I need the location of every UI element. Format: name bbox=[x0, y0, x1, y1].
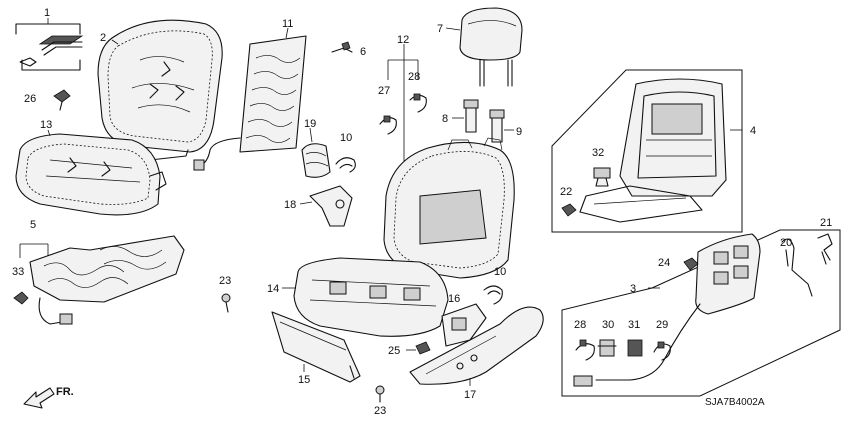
part-20-wire bbox=[781, 238, 813, 297]
part-number-17: 17 bbox=[464, 389, 476, 401]
part-8-guide bbox=[463, 99, 479, 133]
part-number-11: 11 bbox=[282, 18, 293, 30]
part-number-26: 26 bbox=[24, 93, 36, 105]
part-number-10a: 10 bbox=[340, 132, 352, 144]
part-22-nut bbox=[561, 203, 577, 217]
part-number-2: 2 bbox=[100, 32, 106, 44]
part-23-bolt-upper bbox=[221, 293, 231, 313]
leader-7 bbox=[445, 27, 461, 31]
part-3-side-airbag-module bbox=[573, 233, 761, 387]
part-number-4: 4 bbox=[750, 125, 756, 137]
part-18-bracket bbox=[309, 185, 353, 227]
part-26-clip bbox=[53, 89, 71, 111]
part-16-switch-bracket bbox=[441, 303, 487, 347]
part-30-clip bbox=[597, 339, 617, 357]
part-32-knob bbox=[593, 167, 611, 187]
part-15-front-trim bbox=[271, 311, 361, 383]
part-7-headrest bbox=[459, 7, 523, 87]
part-10-clip-upper bbox=[335, 157, 356, 173]
part-number-28a: 28 bbox=[408, 71, 420, 83]
leader-11 bbox=[285, 27, 289, 39]
part-31-clip bbox=[627, 339, 643, 357]
seat-back-assembly bbox=[383, 137, 515, 279]
side-airbag-box bbox=[561, 229, 841, 397]
part-number-22: 22 bbox=[560, 186, 572, 198]
part-number-8: 8 bbox=[442, 113, 448, 125]
part-number-13: 13 bbox=[40, 119, 52, 131]
part-number-3: 3 bbox=[630, 283, 636, 295]
front-direction-arrow bbox=[23, 387, 55, 409]
part-14-cushion-pad bbox=[293, 257, 449, 337]
part-number-21: 21 bbox=[820, 217, 832, 229]
part-23-bolt-lower bbox=[375, 385, 385, 403]
part-11-back-heater bbox=[193, 35, 307, 171]
part-21-wire bbox=[817, 233, 833, 265]
part-28-clip-lower bbox=[575, 339, 595, 361]
part-number-5: 5 bbox=[30, 219, 36, 231]
part-17-side-trim bbox=[409, 306, 544, 385]
part-6-hook bbox=[331, 41, 353, 53]
part-number-29: 29 bbox=[656, 319, 668, 331]
front-direction-label: FR. bbox=[56, 386, 74, 398]
part-number-30: 30 bbox=[602, 319, 614, 331]
part-number-31: 31 bbox=[628, 319, 640, 331]
part-number-14: 14 bbox=[267, 283, 279, 295]
part-27-clip bbox=[379, 115, 397, 135]
leader-18 bbox=[299, 201, 313, 205]
part-10-clip-lower bbox=[483, 285, 503, 305]
leader-19 bbox=[309, 127, 313, 143]
part-number-10b: 10 bbox=[494, 266, 506, 278]
part-number-9: 9 bbox=[516, 126, 522, 138]
leader-12 bbox=[387, 44, 419, 184]
part-number-16: 16 bbox=[448, 293, 460, 305]
part-number-24: 24 bbox=[658, 257, 670, 269]
frame-box bbox=[551, 69, 743, 233]
part-number-25: 25 bbox=[388, 345, 400, 357]
part-28-clip-upper bbox=[409, 93, 427, 113]
part-1-clip-set bbox=[15, 23, 84, 71]
part-number-28b: 28 bbox=[574, 319, 586, 331]
part-number-32: 32 bbox=[592, 147, 604, 159]
part-29-clip bbox=[653, 341, 671, 361]
leader-13 bbox=[47, 129, 51, 137]
part-2-seat-back-cover bbox=[97, 19, 223, 161]
part-number-6: 6 bbox=[360, 46, 366, 58]
part-number-23b: 23 bbox=[374, 405, 386, 417]
part-number-23a: 23 bbox=[219, 275, 231, 287]
part-number-7: 7 bbox=[437, 23, 443, 35]
leader-2 bbox=[111, 39, 119, 45]
part-number-15: 15 bbox=[298, 374, 310, 386]
part-number-12: 12 bbox=[397, 34, 409, 46]
drawing-code: SJA7B4002A bbox=[705, 397, 765, 408]
part-25-clip bbox=[415, 341, 431, 355]
part-19-harness-clip bbox=[301, 143, 331, 178]
part-4-back-frame bbox=[579, 78, 727, 223]
part-number-20: 20 bbox=[780, 237, 792, 249]
leader-5 bbox=[19, 243, 49, 258]
part-number-1: 1 bbox=[44, 7, 50, 19]
part-9-guide bbox=[489, 109, 505, 143]
part-number-19: 19 bbox=[304, 118, 316, 130]
part-number-27: 27 bbox=[378, 85, 390, 97]
part-24-nut bbox=[683, 257, 699, 271]
part-number-33: 33 bbox=[12, 266, 24, 278]
part-number-18: 18 bbox=[284, 199, 296, 211]
part-5-cushion-heater bbox=[29, 235, 185, 325]
part-33-clip bbox=[13, 291, 29, 305]
part-13-seat-cushion-cover bbox=[15, 133, 167, 216]
